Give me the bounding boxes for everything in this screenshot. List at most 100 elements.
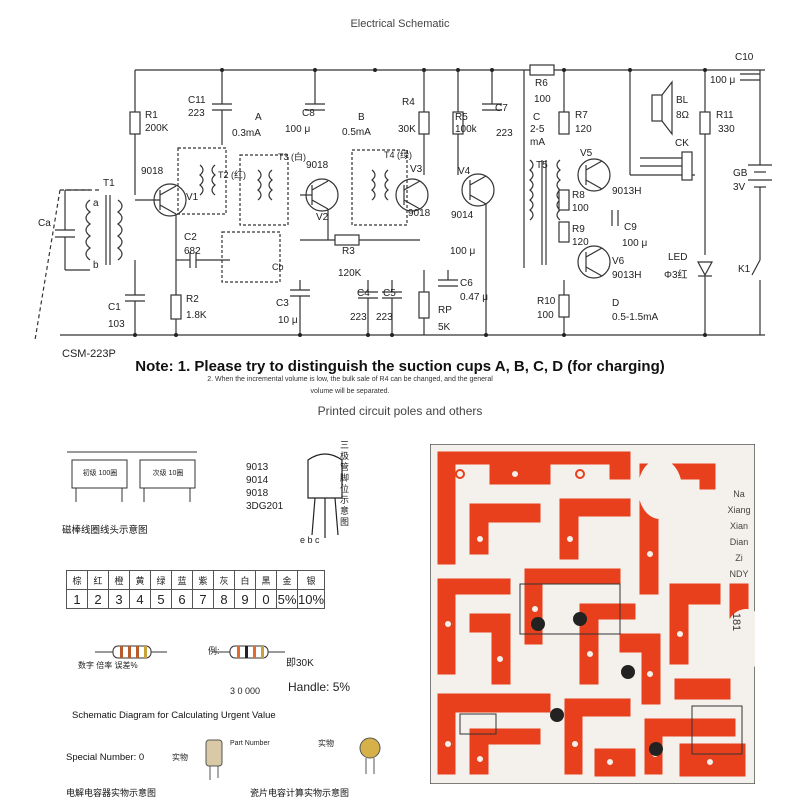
- label-rp-value: 5K: [438, 322, 451, 333]
- label-r9-value: 120: [572, 237, 589, 248]
- label-r2: R2: [186, 294, 199, 305]
- real-label-right: 实物: [318, 739, 334, 748]
- note-main: Note: 1. Please try to distinguish the s…: [135, 358, 665, 375]
- label-bl-value: 8Ω: [676, 110, 690, 121]
- resistor-example-icons: [95, 645, 285, 659]
- label-v3: V3: [410, 164, 423, 175]
- color-cell: 黄: [129, 570, 151, 590]
- coil-diagram: [67, 451, 197, 502]
- resistor-example-prefix: 例:: [208, 646, 220, 656]
- label-c9-value: 100 μ: [622, 238, 648, 249]
- label-c3: C3: [276, 298, 289, 309]
- label-b-current: 0.5mA: [342, 127, 371, 138]
- label-t1-b: b: [93, 260, 99, 271]
- label-c7: C7: [495, 103, 508, 114]
- label-r11: R11: [716, 110, 734, 121]
- label-t1-a: a: [93, 198, 99, 209]
- digit-cell: 0: [255, 589, 277, 609]
- label-v2: V2: [316, 212, 329, 223]
- transistor-models: 9013 9014 9018 3DG201: [246, 461, 283, 513]
- coil-caption: 磁棒线圈线头示意图: [62, 525, 148, 536]
- label-c7-value: 223: [496, 128, 513, 139]
- transistor-pinout-icon: [307, 453, 343, 538]
- label-t3: T3 (白): [278, 152, 306, 162]
- label-c6: C6: [460, 278, 473, 289]
- color-cell: 绿: [150, 570, 172, 590]
- label-gb: GB: [733, 168, 748, 179]
- color-cell: 黑: [255, 570, 277, 590]
- label-r6: R6: [535, 78, 548, 89]
- digit-cell: 4: [129, 589, 151, 609]
- label-c4: C4: [357, 288, 370, 299]
- label-r9: R9: [572, 224, 585, 235]
- label-c-unit: mA: [530, 137, 545, 148]
- label-cb: Cb: [272, 262, 284, 272]
- digit-cell: 8: [213, 589, 235, 609]
- label-r4-value: 30K: [398, 124, 416, 135]
- label-bl: BL: [676, 95, 689, 106]
- coil-secondary-label: 次级 10圈: [152, 470, 184, 477]
- label-r8-value: 100: [572, 203, 589, 214]
- color-cell: 蓝: [171, 570, 193, 590]
- label-rp: RP: [438, 305, 452, 316]
- label-k1: K1: [738, 264, 751, 275]
- label-c2-value: 682: [184, 246, 201, 257]
- label-gb-value: 3V: [733, 182, 746, 193]
- label-t1: T1: [103, 178, 115, 189]
- label-v5: V5: [580, 148, 593, 159]
- color-cell: 银: [296, 570, 326, 590]
- transistor-pins: e b c: [300, 535, 320, 545]
- label-a: A: [255, 112, 262, 123]
- ceramic-caption: 瓷片电容计算实物示意图: [250, 788, 350, 798]
- label-t4: T4 (绿): [384, 150, 412, 160]
- pcb-section-title: Printed circuit poles and others: [317, 404, 483, 418]
- transistor-model-2: 9014: [246, 475, 269, 486]
- label-c1-value: 103: [108, 319, 125, 330]
- digit-cell: 1: [66, 589, 88, 609]
- brand-line-3: Xian: [729, 521, 748, 531]
- color-cell: 金: [276, 570, 298, 590]
- digit-cell: 5: [150, 589, 172, 609]
- label-c: C: [533, 112, 541, 123]
- brand-line-4: Dian: [729, 537, 749, 547]
- color-cell: 棕: [66, 570, 88, 590]
- label-q3: 9018: [408, 208, 431, 219]
- label-q6: 9013H: [612, 270, 642, 281]
- label-c3-value: 10 μ: [278, 315, 298, 326]
- label-r5: R5: [455, 112, 468, 123]
- brand-column: Na Xiang Xian Dian Zi NDY: [720, 486, 758, 582]
- label-ck: CK: [675, 138, 689, 149]
- electrical-schematic: [34, 64, 772, 341]
- pcb-board: [430, 444, 755, 784]
- label-c11: C11: [188, 95, 206, 106]
- note-sub: 2. When the incremental volume is low, t…: [207, 376, 493, 395]
- label-v6: V6: [612, 256, 625, 267]
- label-c8-value: 100 μ: [285, 124, 311, 135]
- brand-line-2: Xiang: [727, 505, 751, 515]
- electrolytic-caption: 电解电容器实物示意图: [66, 788, 157, 798]
- label-r4: R4: [402, 97, 415, 108]
- digit-cell: 10%: [296, 589, 326, 609]
- page-title: Electrical Schematic: [350, 18, 450, 30]
- tolerance-label: Handle: 5%: [288, 680, 351, 694]
- transistor-model-4: 3DG201: [246, 501, 284, 512]
- label-v4: V4: [458, 166, 471, 177]
- label-q2: 9018: [306, 160, 329, 171]
- digit-cell: 2: [87, 589, 109, 609]
- part-number-label: Part Number: [230, 740, 270, 747]
- label-c4-value: 223: [350, 312, 367, 323]
- digit-cell: 7: [192, 589, 214, 609]
- calc-caption: Schematic Diagram for Calculating Urgent…: [72, 710, 276, 721]
- label-r1: R1: [145, 110, 158, 121]
- digit-cell: 6: [171, 589, 193, 609]
- label-q1: 9018: [141, 166, 164, 177]
- label-r6-value: 100: [534, 94, 551, 105]
- pcb-label: 181: [730, 612, 743, 632]
- label-v4-cap: 100 μ: [450, 246, 476, 257]
- label-r3: R3: [342, 246, 355, 257]
- label-b: B: [358, 112, 365, 123]
- label-led-value: Φ3红: [664, 270, 688, 281]
- transistor-model-3: 9018: [246, 488, 269, 499]
